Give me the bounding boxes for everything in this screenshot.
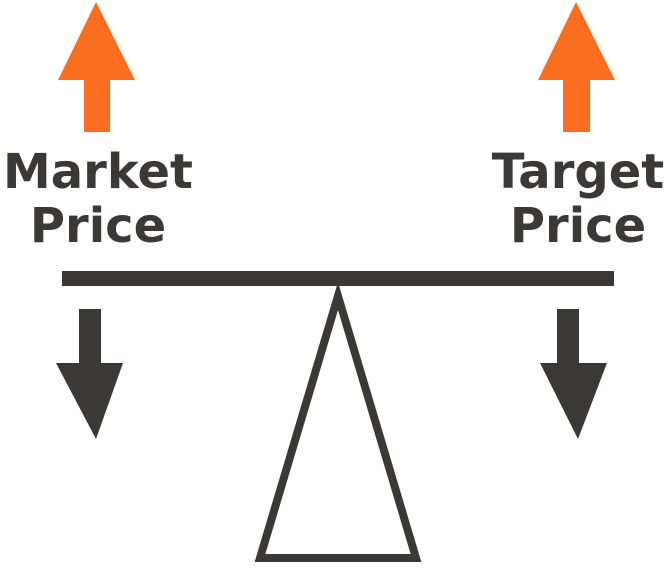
fulcrum-triangle-icon [254,281,422,562]
target-price-label: Target Price [482,145,671,253]
market-price-label-line2: Price [29,198,167,254]
market-price-down-arrow-icon [56,309,123,439]
target-price-down-arrow-icon [540,309,607,439]
market-price-label: Market Price [0,145,200,253]
target-price-up-arrow-icon [538,2,615,132]
market-price-up-arrow-icon [58,2,135,132]
market-price-label-line1: Market [3,144,193,200]
target-price-label-line1: Target [491,144,665,200]
target-price-label-line2: Price [509,198,647,254]
seesaw-beam [62,271,614,286]
